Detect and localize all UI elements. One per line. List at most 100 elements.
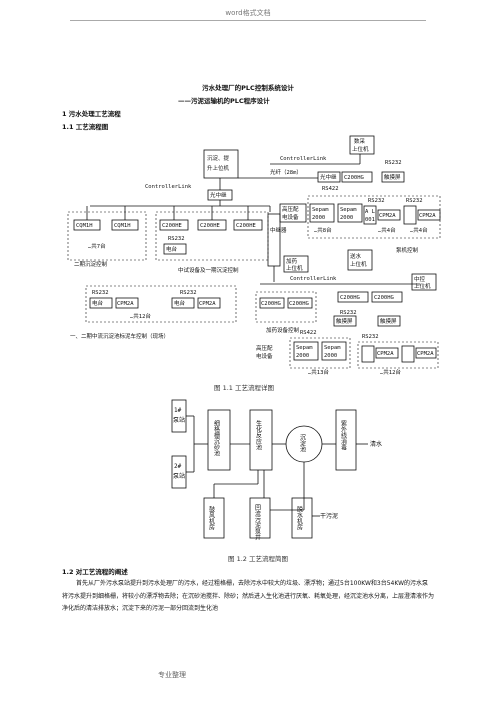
total-13: …共13台 (308, 368, 329, 376)
c200hg-rb2: C200HG (374, 295, 394, 301)
dosing-label: 加药设备控制 (266, 326, 300, 334)
section-1-2-heading: 1.2 对工艺流程的阐述 (62, 568, 128, 576)
cpm2a-bl2: CPM2A (199, 301, 216, 307)
total-7: …共7台 (88, 242, 106, 250)
body-paragraph: 首先从厂外污水泵站提升到污水处理厂的污水，经过粗格栅，去除污水中较大的垃圾、漂浮… (62, 580, 435, 612)
cpm2a-r2: CPM2A (419, 213, 436, 219)
bio-label: 生化反应池 (255, 419, 262, 450)
cpm2a-r1: CPM2A (379, 213, 396, 219)
cpm2a-bb2: CPM2A (417, 351, 434, 357)
controllerlink-left: ControllerLink (145, 184, 192, 190)
c200hg-rb1: C200HG (340, 295, 360, 301)
cpm2a-bl1: CPM2A (117, 301, 134, 307)
blower-label: 鼓风机房 (208, 505, 215, 531)
c200hg-d2: C200HG (289, 301, 309, 307)
touch-rb2: 触摸屏 (380, 317, 397, 325)
total-12-b: …共12台 (380, 368, 401, 376)
radio-bl2: 电台 (174, 299, 186, 307)
sepam-a-2: 2000 (312, 215, 325, 221)
radio-mid: 电台 (166, 245, 178, 253)
sepam-b-2: 2000 (340, 215, 353, 221)
touch-rb1: 触摸屏 (336, 317, 353, 325)
doc-subtitle: ——污泥运输机的PLC程序设计 (178, 97, 270, 105)
aeration-host-2: 上位机 (350, 260, 367, 268)
bio-box (249, 409, 273, 471)
uv-box (335, 409, 357, 471)
process-simple-diagram: 1# 泵站 2# 泵站 细格栅沉砂池 生化反应池 沉淀池 紫外线消毒 清水 鼓风… (171, 399, 382, 541)
rs422-right: RS422 (322, 186, 339, 192)
sepam-d-1: Sepam (324, 345, 341, 351)
radio-bl1: 电台 (92, 299, 104, 307)
touch-top: 触摸屏 (384, 173, 401, 181)
section-1-1-heading: 1.1 工艺流程图 (62, 123, 109, 131)
phase2-settle-label: 二期沉淀控制 (74, 260, 108, 268)
page-footer: 专业整理 (158, 671, 186, 679)
data-host-box (349, 135, 375, 155)
rs232-bb: RS232 (362, 334, 379, 340)
controllerlink-mid: ControllerLink (290, 276, 337, 282)
total-4: …共4台 (378, 226, 396, 234)
process-detail-diagram: 数采 上位机 ControllerLink 沉淀、提 升上位机 光纤（28m） … (67, 135, 441, 376)
central-host-1: 中控 (414, 275, 426, 283)
rs232-top: RS232 (385, 160, 402, 166)
grit-label: 细格栅沉砂池 (213, 419, 220, 456)
pump1-label-2: 泵站 (173, 416, 185, 424)
c200hg-top: C200HG (344, 175, 364, 181)
controllerlink-top: ControllerLink (280, 156, 327, 162)
clean-water-label: 清水 (370, 440, 382, 448)
pump1-label-1: 1# (174, 407, 182, 414)
fiber-label: 光纤（28m） (270, 168, 302, 176)
grit-box (207, 409, 231, 471)
settle-host-box (203, 149, 239, 179)
dry-sludge-label: 干污泥 (320, 512, 338, 520)
pump2-label-1: 2# (174, 463, 182, 470)
cpm2a-bb1: CPM2A (377, 351, 394, 357)
pump-control-label: 泵机控制 (396, 246, 419, 254)
opt-relay-left: 光中继 (210, 191, 227, 199)
c200he-3: C200HE (236, 223, 256, 229)
settle-label: 沉淀池 (299, 433, 306, 452)
hv-label-2: 电设备 (282, 213, 299, 221)
sepam-a-1: Sepam (312, 207, 329, 213)
settle-host-label-2: 升上位机 (207, 164, 230, 172)
pump2-box (171, 455, 187, 489)
a-rs-2: 001 (365, 217, 375, 223)
hv2-label-2: 电设备 (256, 352, 273, 360)
data-host-label-1: 数采 (354, 137, 366, 145)
total-12: …共12台 (130, 312, 151, 320)
opt-relay-box (317, 171, 341, 183)
total-8-a: …共8台 (314, 226, 332, 234)
dewater-box (291, 497, 313, 539)
rs232-mid: RS232 (168, 236, 185, 242)
uv-label: 紫外线消毒 (340, 419, 347, 451)
hv-label-1: 高压配 (282, 205, 299, 213)
aeration-host-1: 送水 (350, 252, 362, 260)
sepam-d-2: 2000 (324, 353, 337, 359)
data-host-label-2: 上位机 (352, 145, 369, 153)
section-1-heading: 1 污水处理工艺流程 (62, 110, 121, 118)
pump1-box (171, 399, 187, 433)
rs232-bl2: RS232 (180, 290, 197, 296)
dosing-host-2: 上位机 (286, 264, 303, 272)
figure-1-2-caption: 图 1.2 工艺流程简图 (228, 555, 288, 563)
sludge-pump-label: 回流污泥泵井 (254, 504, 261, 541)
opt-relay-label: 光中继 (320, 173, 337, 181)
total-4-b: …共4台 (410, 226, 428, 234)
c200he-2: C200HE (200, 223, 220, 229)
pilot-label: 中试设备及一期沉淀控制 (178, 266, 239, 274)
doc-title: 污水处理厂的PLC控制系统设计 (202, 84, 294, 92)
header-rule (70, 20, 426, 21)
c200hg-d1: C200HG (261, 301, 281, 307)
hv2-label-1: 高压配 (256, 344, 273, 352)
central-host-2: 上位机 (414, 282, 431, 290)
scraper-label: 一、二期中流沉淀池标泥车控制（现场） (70, 332, 169, 340)
sepam-c-1: Sepam (296, 345, 313, 351)
pump2-label-2: 泵站 (173, 472, 185, 480)
settle-host-label-1: 沉淀、提 (207, 154, 230, 162)
page-header: word格式文档 (225, 9, 271, 17)
sludge-pump-box (249, 497, 271, 539)
sepam-c-2: 2000 (296, 353, 309, 359)
rs232-rb: RS232 (340, 310, 357, 316)
rs232-bl1: RS232 (92, 290, 109, 296)
dosing-host-1: 加药 (286, 257, 298, 265)
